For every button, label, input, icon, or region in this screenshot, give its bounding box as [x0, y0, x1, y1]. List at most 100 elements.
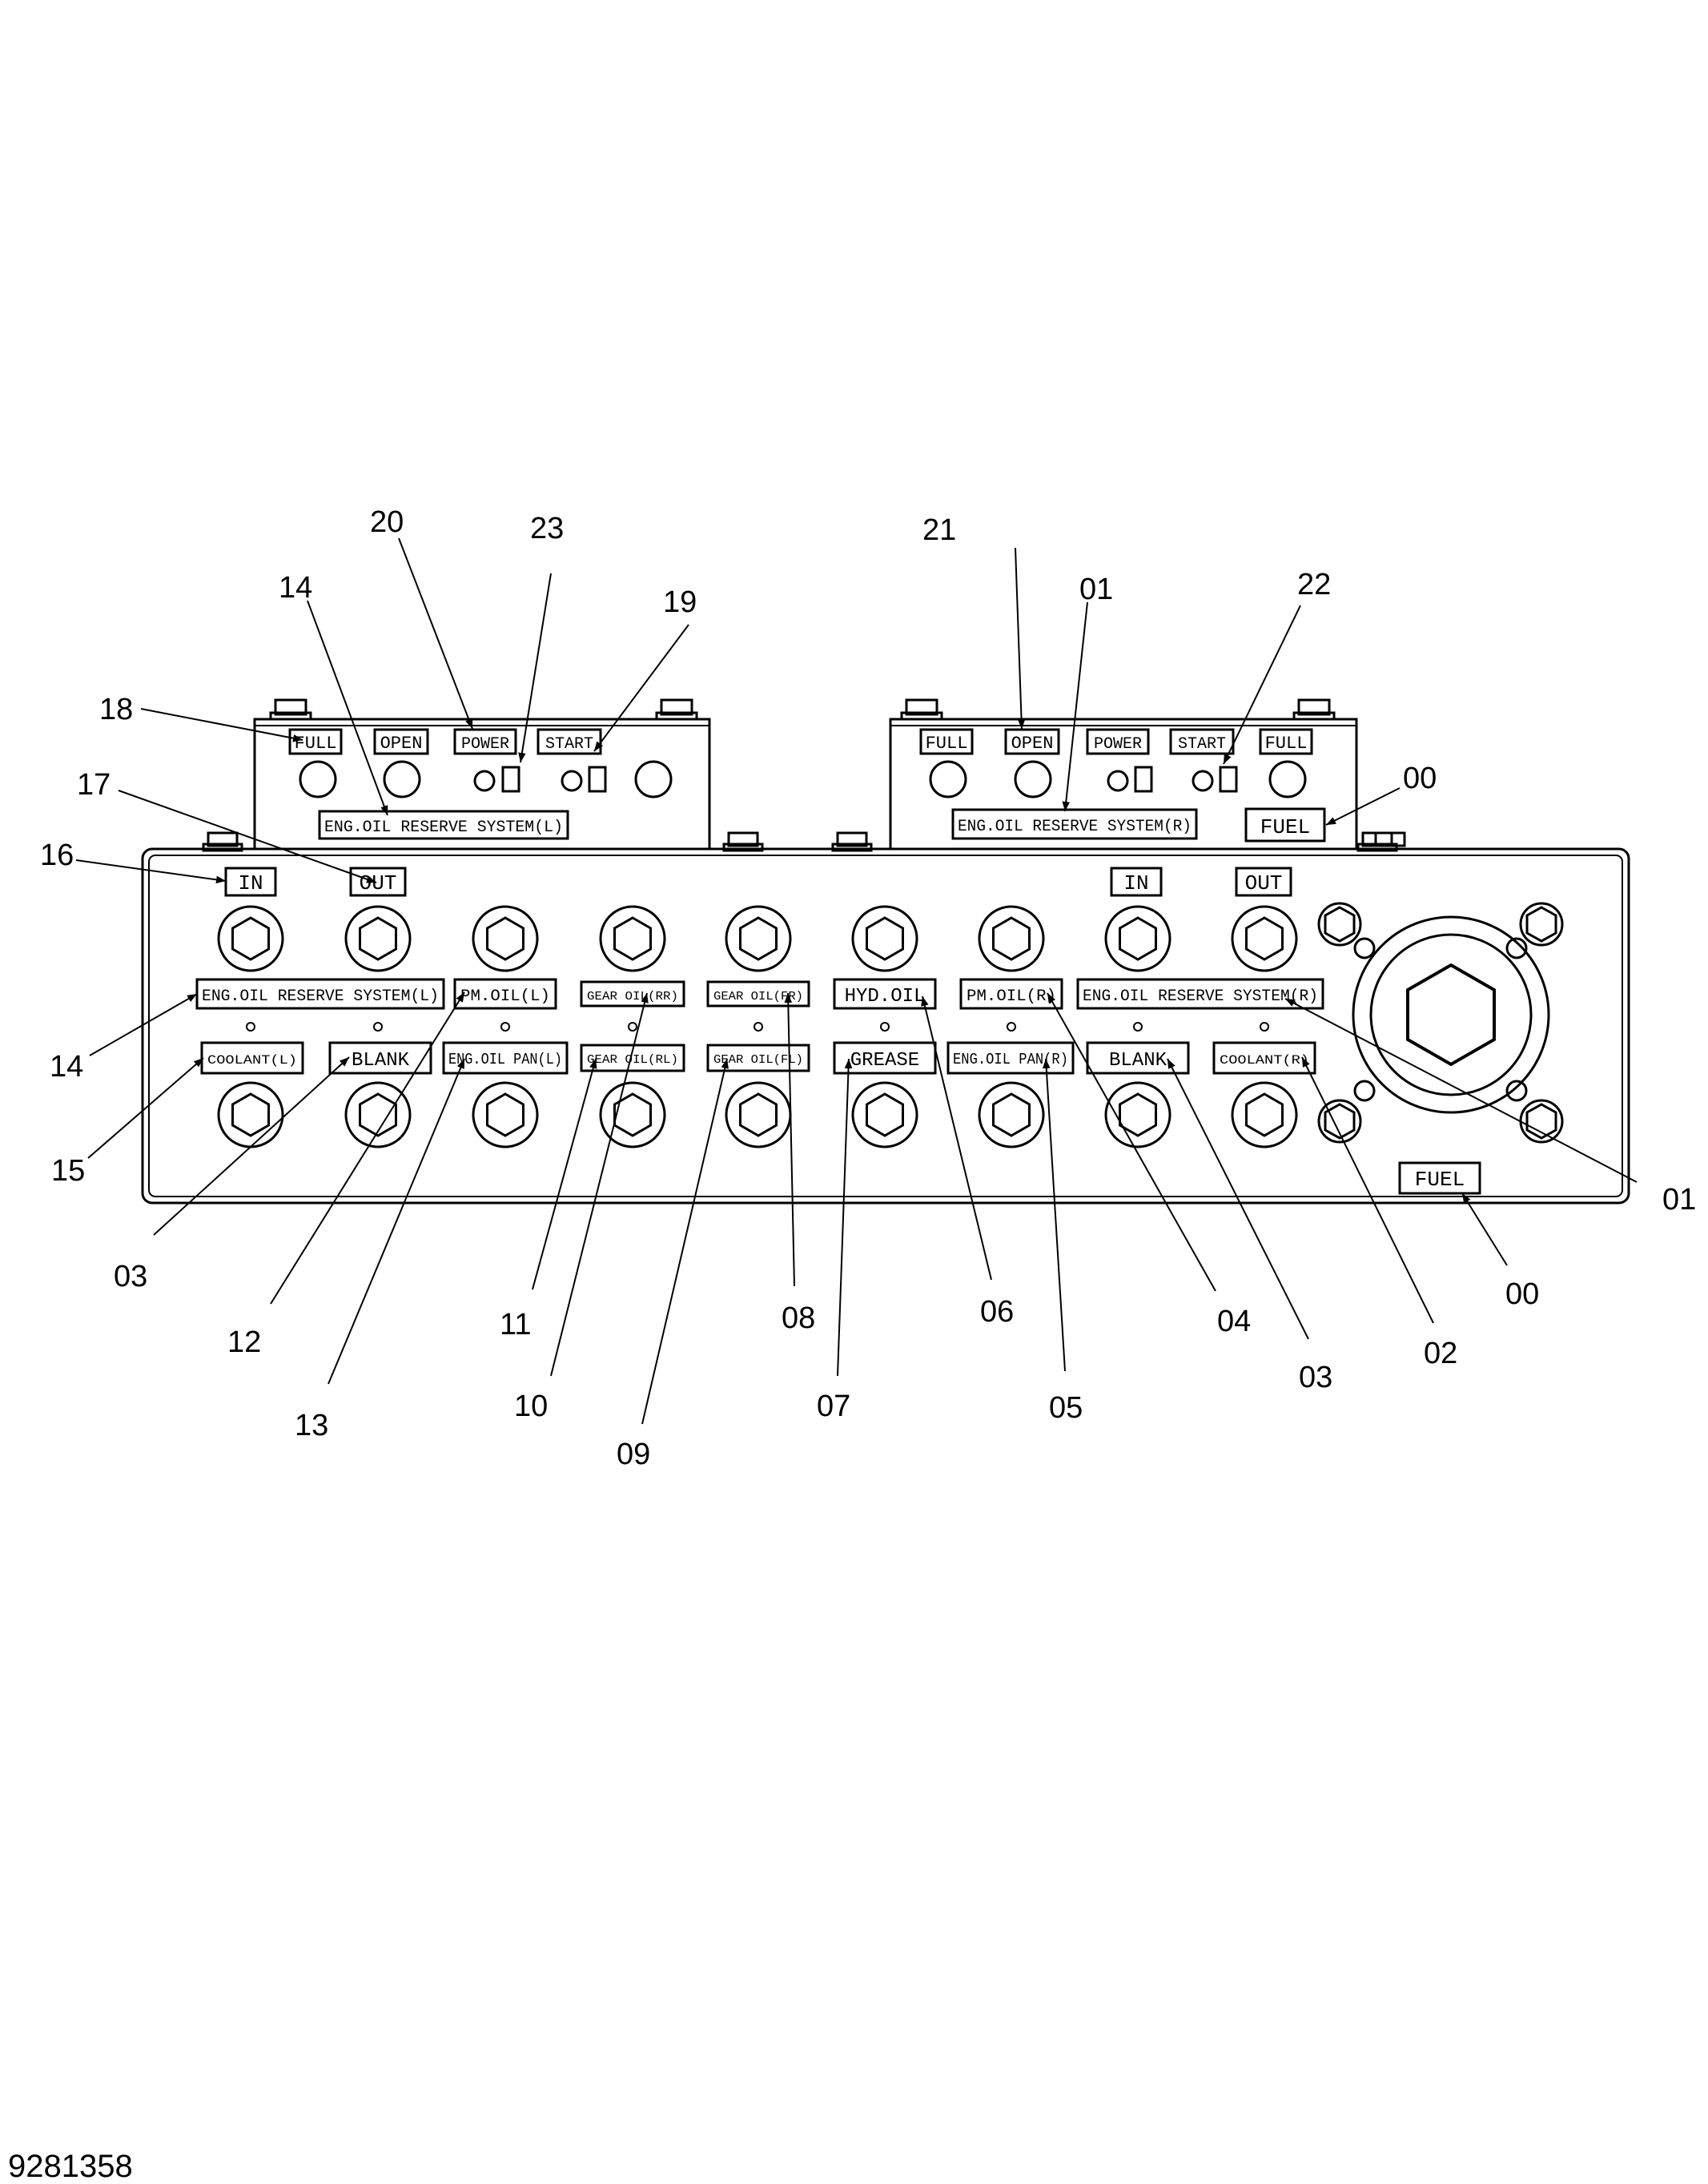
bolt-icon: [900, 698, 943, 721]
callout-02: 02: [1424, 1337, 1457, 1370]
lamp-icon: [634, 760, 673, 798]
hex-bolt-icon: [1519, 902, 1564, 947]
port-fitting-lower: [599, 1081, 666, 1148]
leader-lines: [75, 537, 1638, 1425]
label-coolant-l: COOLANT(L): [207, 1053, 297, 1068]
callout-05: 05: [1049, 1391, 1083, 1425]
switch-icon[interactable]: [501, 766, 520, 793]
indicator-dot-icon: [500, 1022, 510, 1032]
label-hyd-oil: HYD.OIL: [845, 986, 926, 1008]
callout-numbers: 20 23 14 19 18 17 16 14 15 03 12 13 11 1…: [40, 505, 1696, 1471]
label-pm-oil-r: PM.OIL(R): [967, 987, 1056, 1006]
port-fitting-lower: [978, 1081, 1045, 1148]
port-fitting-lower: [217, 1081, 284, 1148]
document-number: 9281358: [8, 2149, 133, 2184]
callout-20: 20: [370, 505, 404, 539]
left-box-plates: FULL OPEN POWER START ENG.OIL RESERVE SY…: [288, 728, 602, 840]
lamp-icon: [299, 760, 337, 798]
main-panel-plates: [195, 867, 1481, 1195]
label-eng-oil-reserve-l: ENG.OIL RESERVE SYSTEM(L): [202, 987, 439, 1006]
bolt-icon: [202, 831, 243, 852]
pilot-lamp-icon: [1192, 770, 1214, 792]
label-coolant-r: COOLANT(R): [1220, 1053, 1309, 1068]
label-in-left: IN: [238, 871, 263, 895]
left-box-title: ENG.OIL RESERVE SYSTEM(L): [324, 818, 563, 837]
callout-03-left: 03: [114, 1260, 147, 1293]
label-gear-oil-rl: GEAR OIL(RL): [587, 1053, 678, 1067]
switch-icon[interactable]: [588, 766, 607, 793]
plate-full: FULL: [295, 734, 337, 754]
label-out-left: OUT: [360, 871, 397, 895]
callout-19: 19: [663, 585, 697, 619]
fuel-flange: [1317, 902, 1564, 1144]
port-fitting-lower: [851, 1081, 918, 1148]
callout-13: 13: [295, 1409, 328, 1442]
label-gear-oil-fr: GEAR OIL(FR): [713, 990, 803, 1004]
indicator-dot-icon: [754, 1022, 763, 1032]
callout-12: 12: [227, 1325, 261, 1359]
indicator-dot-icon: [880, 1022, 890, 1032]
label-gear-oil-fl: GEAR OIL(FL): [713, 1053, 803, 1067]
hex-bolt-icon: [1317, 1099, 1362, 1144]
plate-fuel: FUEL: [1260, 815, 1310, 839]
callout-16: 16: [40, 839, 74, 872]
indicator-dot-icon: [628, 1022, 637, 1032]
bolt-icon: [1374, 831, 1406, 847]
port-fitting-lower: [1231, 1081, 1298, 1148]
indicator-dot-icon: [246, 1022, 255, 1032]
callout-22: 22: [1297, 568, 1331, 601]
lamp-icon: [383, 760, 421, 798]
bolt-icon: [269, 698, 312, 721]
plate-power: POWER: [461, 735, 509, 754]
pilot-lamp-icon: [1107, 770, 1129, 792]
main-panel-plate-text: IN OUT IN OUT ENG.OIL RESERVE SYSTEM(L) …: [202, 871, 1465, 1192]
callout-10: 10: [514, 1390, 548, 1423]
port-fitting-upper: [1104, 905, 1171, 972]
callout-04: 04: [1217, 1305, 1251, 1338]
port-fitting-upper: [344, 905, 412, 972]
callout-21: 21: [922, 513, 956, 547]
callout-09: 09: [617, 1438, 650, 1471]
callout-15: 15: [51, 1154, 85, 1188]
callout-01-right: 01: [1662, 1183, 1696, 1217]
port-fitting-upper: [472, 905, 539, 972]
callout-23: 23: [530, 512, 564, 545]
hex-bolt-icon: [1317, 902, 1362, 947]
port-fitting-lower: [344, 1081, 412, 1148]
port-fitting-upper: [725, 905, 792, 972]
plate-start: START: [545, 735, 593, 754]
plate-open: OPEN: [380, 734, 423, 754]
bolt-icon: [655, 698, 698, 721]
label-eng-oil-reserve-r: ENG.OIL RESERVE SYSTEM(R): [1083, 987, 1318, 1006]
bolt-icon: [831, 831, 873, 852]
callout-06: 06: [980, 1295, 1014, 1329]
label-pm-oil-l: PM.OIL(L): [460, 987, 550, 1006]
callout-00-bottom: 00: [1505, 1277, 1539, 1311]
ports: [217, 905, 1298, 1148]
label-blank-right: BLANK: [1109, 1050, 1167, 1072]
callout-08: 08: [782, 1301, 815, 1335]
hex-bolt-icon: [1519, 1099, 1564, 1144]
label-grease: GREASE: [850, 1050, 919, 1072]
label-blank-left: BLANK: [352, 1050, 410, 1072]
callout-01-top: 01: [1079, 573, 1113, 606]
port-fitting-lower: [725, 1081, 792, 1148]
callout-14-top: 14: [279, 571, 312, 605]
label-in-right: IN: [1123, 871, 1148, 895]
port-fitting-upper: [1231, 905, 1298, 972]
indicator-dot-icon: [1133, 1022, 1143, 1032]
port-fitting-lower: [1104, 1081, 1171, 1148]
label-out-right: OUT: [1245, 871, 1283, 895]
pilot-lamp-icon: [473, 770, 496, 792]
callout-11: 11: [500, 1308, 531, 1341]
plate-full: FULL: [926, 734, 968, 754]
indicator-dot-icon: [1007, 1022, 1016, 1032]
lamp-icon: [929, 760, 967, 798]
switch-icon[interactable]: [1219, 766, 1238, 793]
label-eng-oil-pan-r: ENG.OIL PAN(R): [953, 1051, 1068, 1068]
callout-14: 14: [50, 1050, 83, 1084]
callout-00-top: 00: [1403, 762, 1437, 795]
switch-icon[interactable]: [1134, 766, 1153, 793]
port-fitting-upper: [217, 905, 284, 972]
